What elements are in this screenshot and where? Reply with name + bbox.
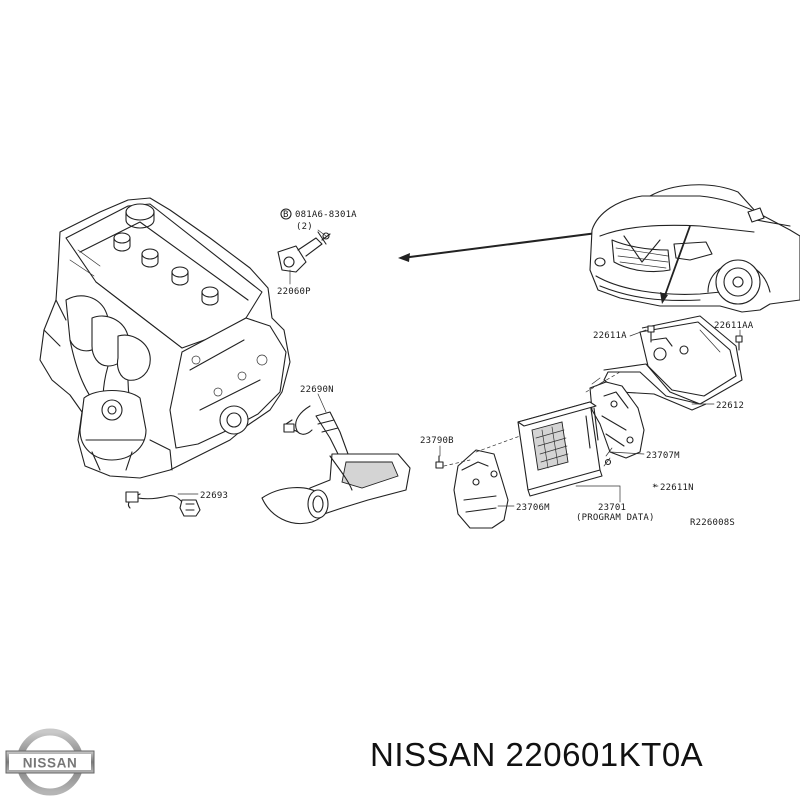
bolt-small-label: 23790B	[420, 436, 454, 446]
bolt-ref-label: 081A6-8301A	[295, 210, 357, 220]
bolt-23790b	[435, 371, 621, 469]
ignition-coils	[113, 232, 219, 306]
bolt-22611a	[647, 325, 655, 343]
svg-text:B: B	[283, 210, 289, 220]
part-caption: NISSAN 220601KT0A	[370, 736, 790, 774]
bracket-left-label: 22611A	[593, 331, 627, 341]
sensor-22693-label: 22693	[200, 491, 228, 501]
logo-text: NISSAN	[23, 756, 78, 771]
svg-text:*: *	[652, 483, 658, 493]
brand-name: NISSAN	[370, 736, 496, 773]
cover-label: 22612	[716, 401, 744, 411]
bracket-ecu-label: 23707M	[646, 451, 680, 461]
bolt-callout: B 081A6-8301A (2)	[280, 208, 357, 237]
sensor-22060p	[277, 231, 331, 273]
cover-lower-label: 23706M	[516, 503, 550, 513]
cover-22612	[603, 315, 743, 411]
o2-sensor-label: 22690N	[300, 385, 334, 395]
bolt-qty-label: (2)	[296, 222, 313, 232]
bracket-right-label: 22611AA	[714, 321, 754, 331]
nut-22611n	[603, 447, 613, 467]
drawing-ref-label: R226008S	[690, 518, 735, 528]
part-number: 220601KT0A	[505, 736, 704, 773]
nissan-logo: NISSAN	[5, 728, 95, 796]
nut-label: 22611N	[660, 483, 694, 493]
timing-cover	[169, 317, 287, 449]
bracket-23707m	[589, 377, 645, 459]
catalytic-converter	[79, 389, 147, 471]
cover-23706m	[453, 449, 509, 529]
vehicle-arrow-down	[660, 225, 691, 304]
bolt-22611aa	[735, 335, 743, 351]
sensor-22693	[125, 491, 201, 517]
sensor-22060p-label: 22060P	[277, 287, 311, 297]
ecu-label: 23701	[598, 503, 626, 513]
vehicle-silhouette	[589, 184, 800, 313]
exhaust-manifold	[65, 295, 151, 415]
engine-block	[39, 197, 291, 479]
ecu-note-label: (PROGRAM DATA)	[576, 513, 655, 523]
ecu-23701	[517, 401, 603, 497]
o2-sensor-22690n	[283, 405, 349, 459]
front-exhaust-pipe	[261, 453, 411, 525]
